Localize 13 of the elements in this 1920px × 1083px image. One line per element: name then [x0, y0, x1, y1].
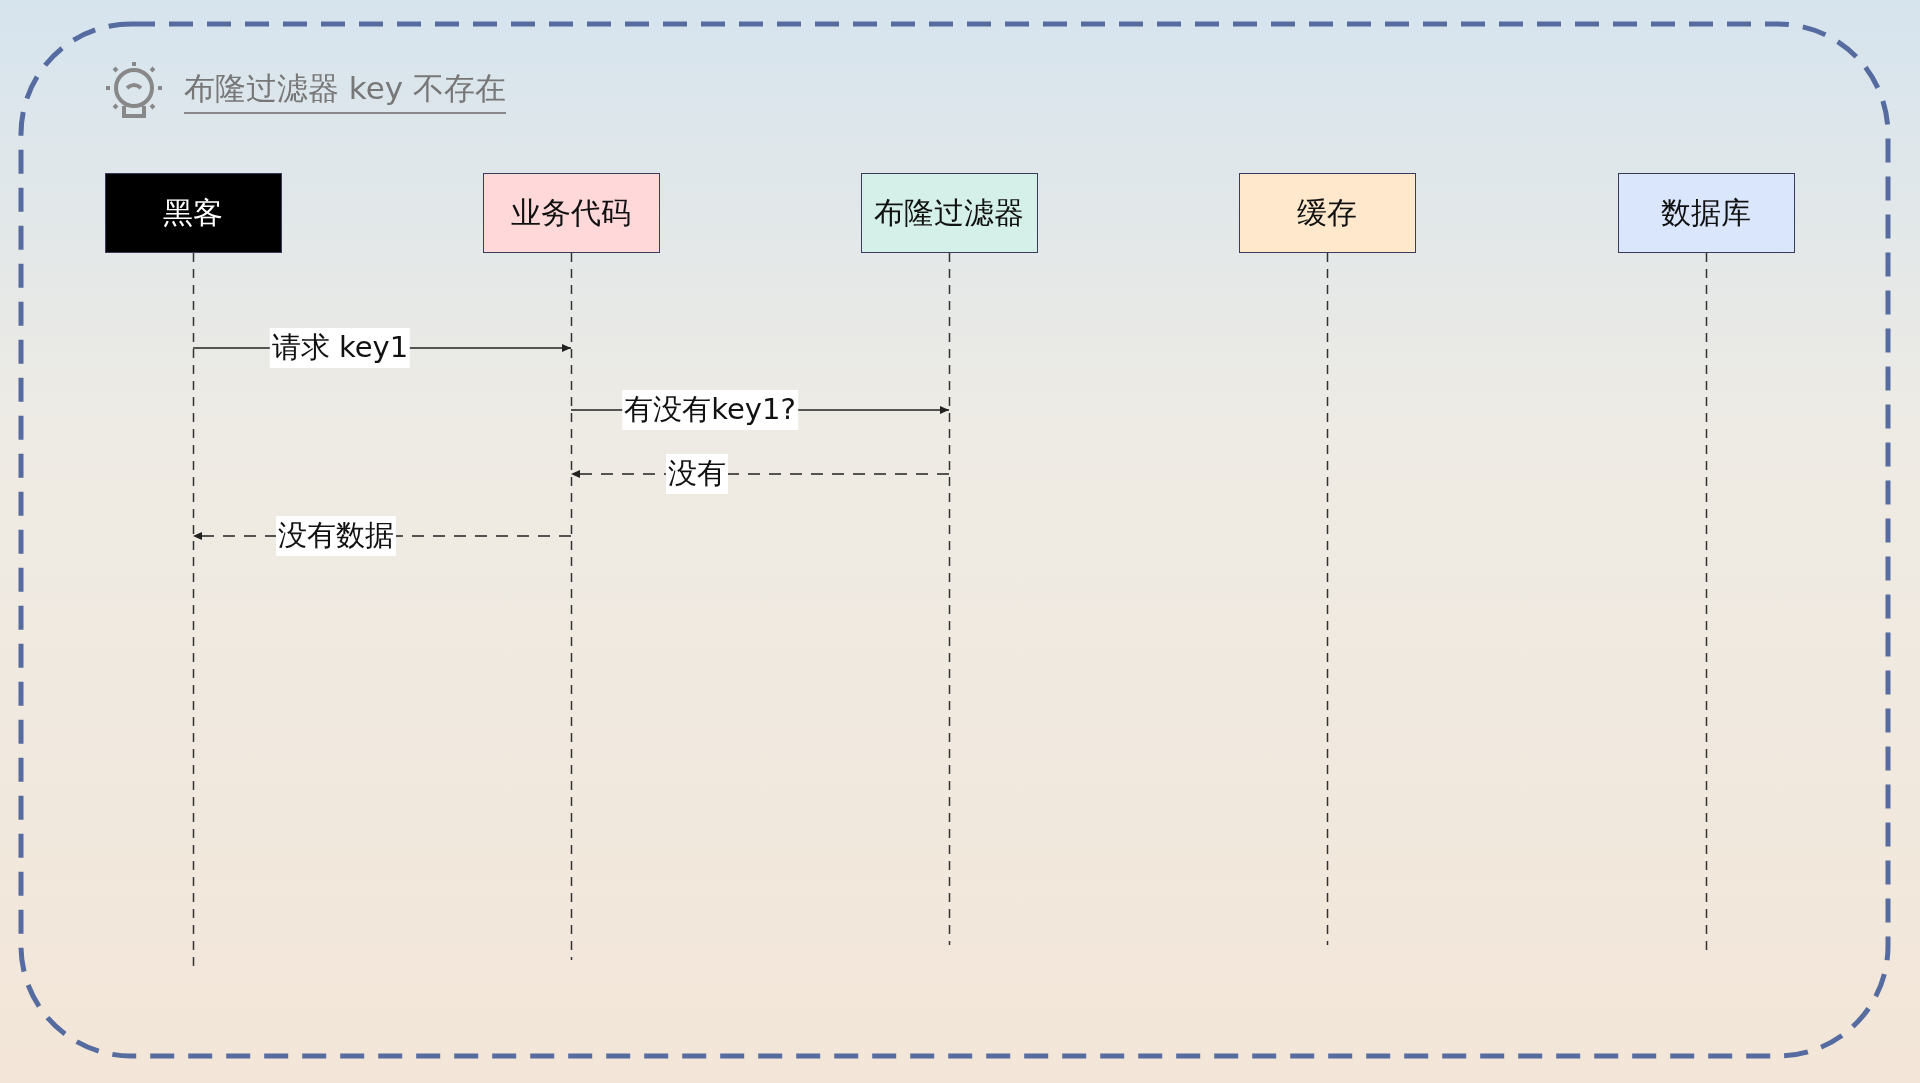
edge-label: 没有: [666, 454, 728, 494]
participant-box: 缓存: [1238, 173, 1416, 253]
participant-lifeline: [860, 173, 1038, 945]
participant-box: 布隆过滤器: [860, 173, 1038, 253]
edge-label: 有没有key1?: [622, 390, 798, 430]
edge-label: 请求 key1: [269, 328, 411, 368]
edge-label: 没有数据: [276, 516, 396, 556]
participant-box: 黑客: [104, 173, 282, 253]
diagram-title: 布隆过滤器 key 不存在: [184, 68, 506, 114]
participant-box: 业务代码: [482, 173, 660, 253]
participant-lifeline: [1238, 173, 1416, 945]
participant-box: 数据库: [1617, 173, 1795, 253]
participant-lifeline: [1617, 173, 1795, 950]
